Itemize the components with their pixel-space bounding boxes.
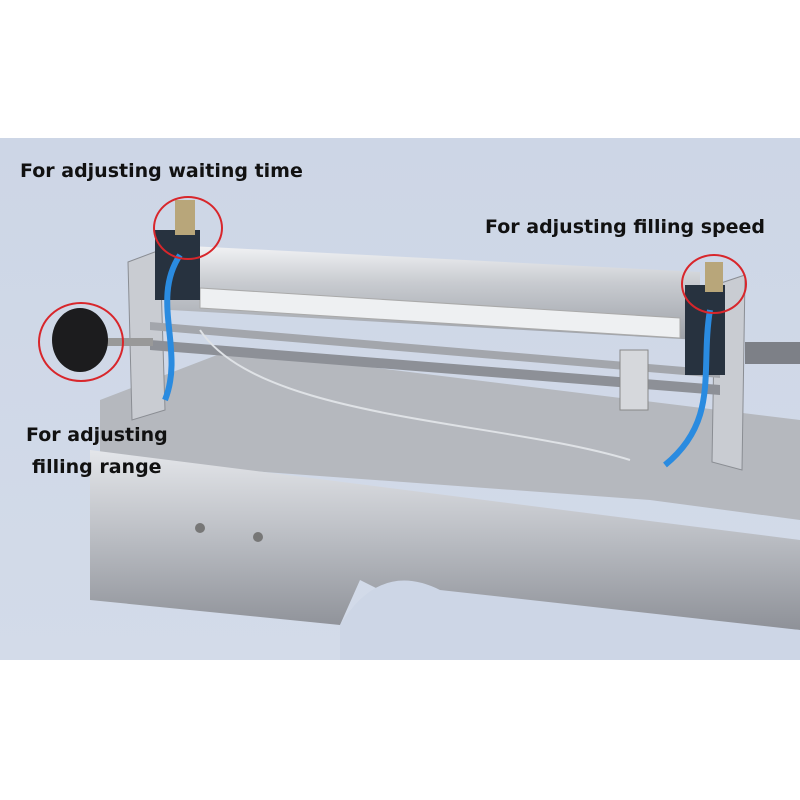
scale: [199, 287, 681, 339]
filling-speed-highlight-circle: [681, 254, 747, 314]
product-photo: [0, 138, 800, 660]
tray-top: [100, 350, 800, 520]
waiting-time-label: For adjusting waiting time: [20, 160, 303, 182]
tray-front: [90, 450, 800, 630]
filling-range-label-line1: For adjusting: [26, 424, 168, 446]
filling-speed-label: For adjusting filling speed: [485, 216, 765, 238]
filling-machine-illustration: [52, 200, 800, 660]
filling-range-label-line2: filling range: [32, 456, 162, 478]
rod2: [150, 322, 720, 378]
waiting-time-highlight-circle: [153, 196, 223, 260]
rod: [150, 340, 720, 395]
filling-range-highlight-circle: [38, 302, 124, 382]
